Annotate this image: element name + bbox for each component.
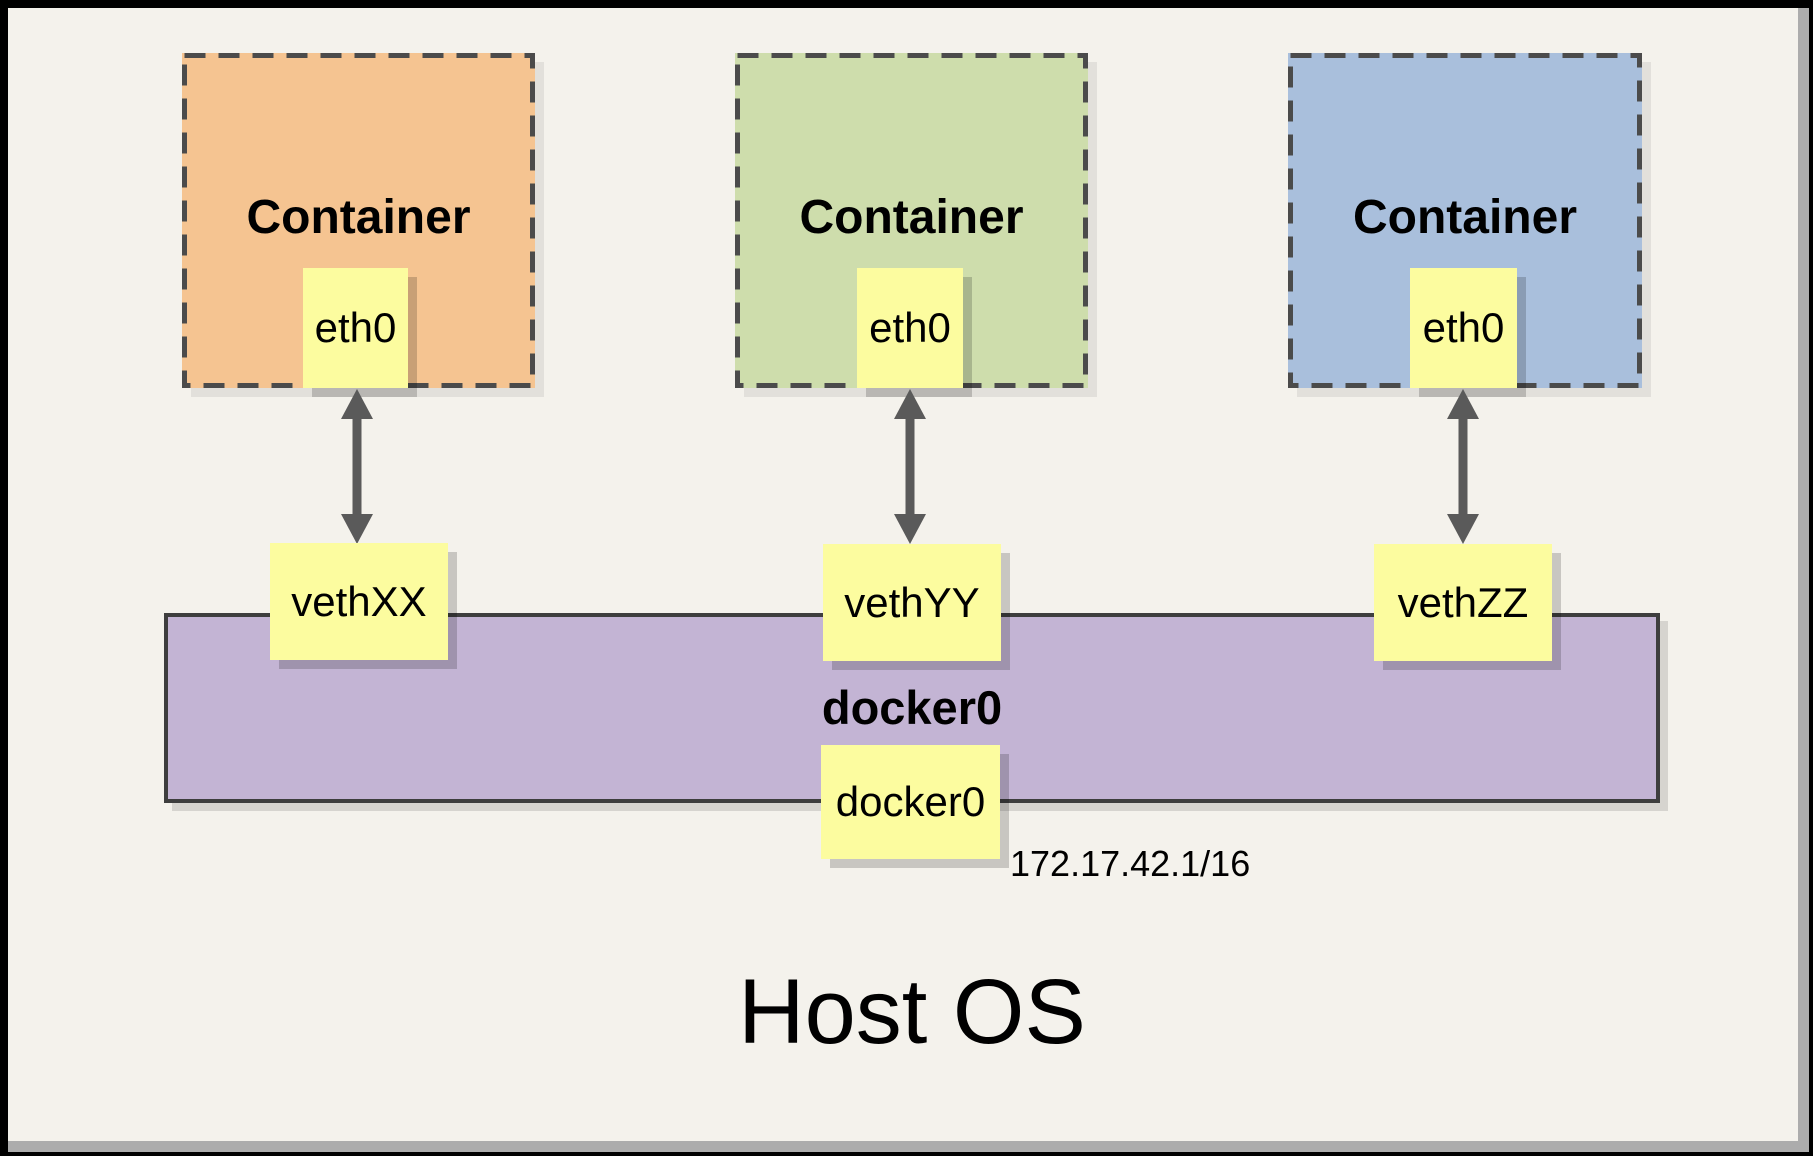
host-os-label: Host OS [738,961,1086,1063]
vethyy-label: vethYY [844,578,980,626]
double-arrow-icon-3 [1443,388,1483,546]
vethxx-label: vethXX [291,577,427,625]
container-label: Container [246,191,471,244]
eth0-label: eth0 [1422,304,1505,351]
bridge-ip-address: 172.17.42.1/16 [1010,843,1251,884]
eth0-interface-box-2: eth0 [857,268,963,388]
vethxx-box: vethXX [270,543,448,660]
vethzz-label: vethZZ [1397,578,1529,626]
vethzz-box: vethZZ [1374,544,1552,661]
container-box-1: Container [182,53,535,388]
container-label: Container [1352,191,1577,244]
eth0-interface-box-3: eth0 [1410,268,1517,388]
container-label: Container [799,191,1024,244]
docker0-bridge-label: docker0 [821,681,1003,734]
vethyy-box: vethYY [823,544,1001,661]
eth0-label: eth0 [869,304,951,351]
eth0-interface-box-1: eth0 [303,268,408,388]
eth0-label: eth0 [314,304,397,351]
double-arrow-icon-1 [337,388,377,546]
docker0-interface-label: docker0 [835,778,986,825]
docker0-interface-box: docker0 [821,745,1000,859]
double-arrow-icon-2 [890,388,930,546]
